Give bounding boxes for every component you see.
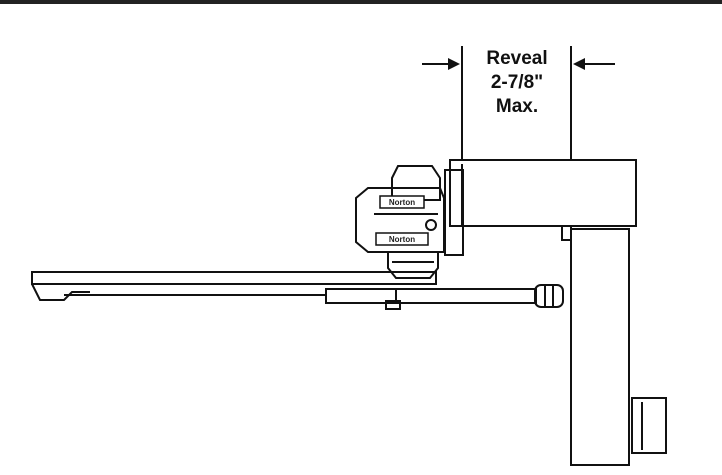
frame-header [449, 159, 637, 227]
stop-block [631, 397, 667, 454]
brand-label-bottom: Norton [389, 235, 415, 244]
brand-label-top: Norton [389, 198, 415, 207]
closer-pinion-base [387, 251, 439, 279]
door-jamb [570, 228, 630, 466]
brand-plate-top [379, 195, 425, 209]
reveal-label-line3: Max. [496, 96, 538, 117]
main-arm-tip [31, 283, 90, 301]
reveal-label-line2: 2-7/8" [491, 72, 543, 93]
mounting-plate [444, 169, 464, 256]
closer-top-cover [391, 165, 441, 201]
arm-pivot [385, 300, 401, 310]
closer-body [355, 187, 445, 253]
main-arm [31, 271, 437, 285]
reveal-arrowhead-right [573, 58, 585, 70]
arm-shoe [534, 284, 564, 308]
reveal-label-line1: Reveal [486, 48, 547, 69]
brand-plate-bottom [375, 232, 429, 246]
reveal-arrowhead-left [448, 58, 460, 70]
frame-step [462, 225, 572, 241]
top-rule [0, 0, 722, 4]
closer-adjust-screw [425, 219, 437, 231]
forearm [325, 288, 537, 304]
